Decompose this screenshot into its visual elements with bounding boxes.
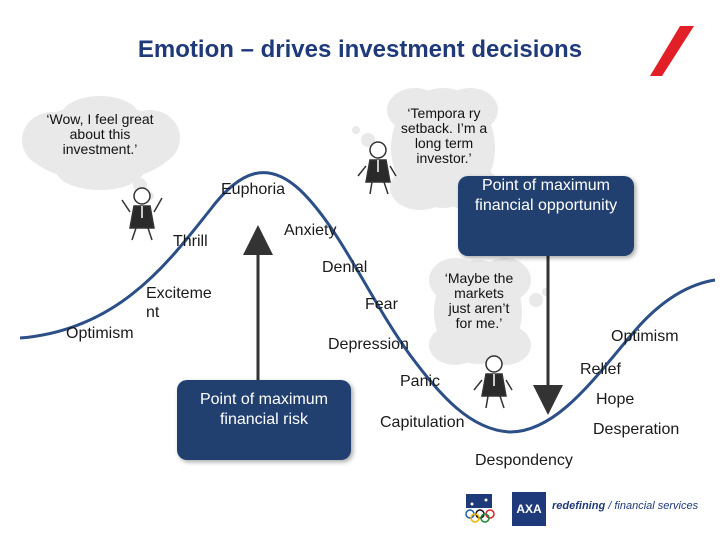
stage-thrill: Thrill [173, 233, 208, 250]
stage-desperation: Desperation [593, 421, 680, 438]
stage-excitement: Exciteme nt [146, 285, 212, 321]
page-title: Emotion – drives investment decisions [137, 36, 583, 63]
axa-logo: AXA [512, 492, 546, 526]
tagline-bold: redefining [552, 500, 606, 512]
market-cycle-curve [19, 171, 716, 434]
box-max-financial-risk: Point of maximum financial risk [177, 380, 351, 460]
stage-capitulation: Capitulation [380, 414, 465, 431]
bubble-text-temporary: ‘Tempora ry setback. I’m a long term inv… [400, 105, 488, 166]
box-max-financial-opportunity: Point of maximum financial opportunity [458, 176, 634, 256]
tagline-rest: / financial services [608, 500, 699, 512]
bubble-text-wow: ‘Wow, I feel great about this investment… [46, 111, 154, 157]
australian-flag-icon [466, 494, 492, 508]
stage-relief: Relief [580, 361, 621, 378]
footer-tagline: redefining / financial services [552, 500, 698, 512]
stage-optimism-right: Optimism [611, 328, 679, 345]
thought-cloud-right [429, 258, 550, 365]
stage-panic: Panic [400, 373, 441, 390]
thought-cloud-left [22, 96, 180, 200]
stage-denial: Denial [322, 259, 368, 276]
stage-despondency: Despondency [475, 452, 573, 469]
olympic-rings-icon [465, 509, 495, 523]
stage-euphoria: Euphoria [221, 181, 286, 198]
stage-fear: Fear [365, 296, 398, 313]
bubble-text-maybe: ‘Maybe the markets just aren’t for me.’ [444, 270, 514, 331]
stage-anxiety: Anxiety [284, 222, 337, 239]
investor-figure-euphoria [121, 187, 163, 241]
stage-depression: Depression [328, 336, 409, 353]
investor-figure-panic [473, 355, 513, 409]
brand-slash-icon [650, 26, 694, 76]
investor-figure-anxiety [357, 141, 397, 195]
stage-optimism-left: Optimism [66, 325, 134, 342]
stage-hope: Hope [596, 391, 635, 408]
